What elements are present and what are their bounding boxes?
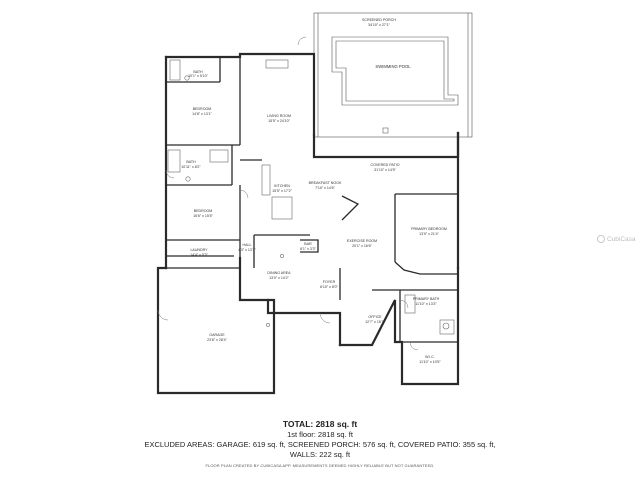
bar-dims: 8'1" x 3'3"	[300, 247, 316, 251]
living-label: LIVING ROOM	[267, 114, 291, 118]
dining-label: DINING AREA	[267, 271, 291, 275]
wic-label: W.I.C.	[425, 355, 435, 359]
bedroom2-dims: 14'8" x 13'1"	[192, 112, 212, 116]
primary-bedroom-dims: 13'9" x 21'4"	[419, 232, 439, 236]
bath2-label: BATH	[193, 70, 203, 74]
kitchen-dims: 15'5" x 17'2"	[272, 189, 292, 193]
excluded-areas: EXCLUDED AREAS: GARAGE: 619 sq. ft, SCRE…	[144, 440, 496, 449]
door-swings	[157, 36, 419, 351]
watermark-text: CubiCasa	[607, 235, 636, 243]
hall-dims: 4'3" x 13'7"	[238, 248, 256, 252]
primary-bath-label: PRIMARY BATH	[413, 297, 440, 301]
patio-dims: 31'10" x 14'5"	[374, 168, 396, 172]
office-dims: 12'7" x 15'1"	[365, 320, 385, 324]
nook-label: BREAKFAST NOOK	[309, 181, 342, 185]
living-dims: 15'5" x 24'10"	[268, 119, 290, 123]
interior-walls	[166, 57, 458, 343]
foyer-label: FOYER	[323, 280, 336, 284]
first-floor-area: 1st floor: 2818 sq. ft	[287, 430, 353, 439]
foyer-dims: 6'10" x 8'0"	[320, 285, 338, 289]
floor-plan: SCREENED PORCH 34'10" x 27'1" SWIMMING P…	[156, 12, 473, 395]
walls-area: WALLS: 222 sq. ft	[289, 450, 351, 459]
kitchen-label: KITCHEN	[274, 184, 290, 188]
exterior-walls	[156, 52, 460, 395]
cubicasa-logo-icon	[597, 235, 605, 243]
primary-bath-dims: 11'10" x 13'3"	[415, 302, 437, 306]
wic-dims: 11'10" x 10'5"	[419, 360, 441, 364]
garage-dims: 23'8" x 28'4"	[207, 338, 227, 342]
laundry-label: LAUNDRY	[190, 248, 208, 252]
bath2-dims: 10'1" x 5'10"	[188, 74, 208, 78]
primary-bedroom-label: PRIMARY BEDROOM	[411, 227, 447, 231]
bath3-label: BATH	[186, 160, 196, 164]
laundry-dims: 14'4" x 5'3"	[190, 253, 208, 257]
exercise-label: EXERCISE ROOM	[347, 239, 377, 243]
pool-label: SWIMMING POOL	[375, 64, 411, 69]
swimming-pool-shape	[331, 36, 459, 106]
office-label: OFFICE	[368, 315, 382, 319]
porch-dims: 34'10" x 27'1"	[368, 23, 390, 27]
garage-label: GARAGE	[209, 333, 225, 337]
bar-label: BAR	[304, 242, 312, 246]
bedroom2-label: BEDROOM	[193, 107, 212, 111]
bath3-dims: 10'11" x 8'2"	[181, 165, 201, 169]
nook-dims: 7'10" x 14'6"	[315, 186, 335, 190]
patio-label: COVERED PATIO	[370, 163, 399, 167]
total-area: TOTAL: 2818 sq. ft	[282, 419, 358, 429]
dining-dims: 13'0" x 14'2"	[269, 276, 289, 280]
exercise-dims: 20'1" x 16'6"	[352, 244, 372, 248]
bedroom3-label: BEDROOM	[194, 209, 213, 213]
hall-label: HALL	[243, 243, 252, 247]
cubicasa-watermark: CubiCasa	[597, 235, 636, 243]
bedroom3-dims: 16'6" x 15'5"	[193, 214, 213, 218]
porch-label: SCREENED PORCH	[362, 18, 396, 22]
footnote: FLOOR PLAN CREATED BY CUBICASA APP. MEAS…	[205, 463, 435, 468]
fixtures	[167, 59, 455, 335]
